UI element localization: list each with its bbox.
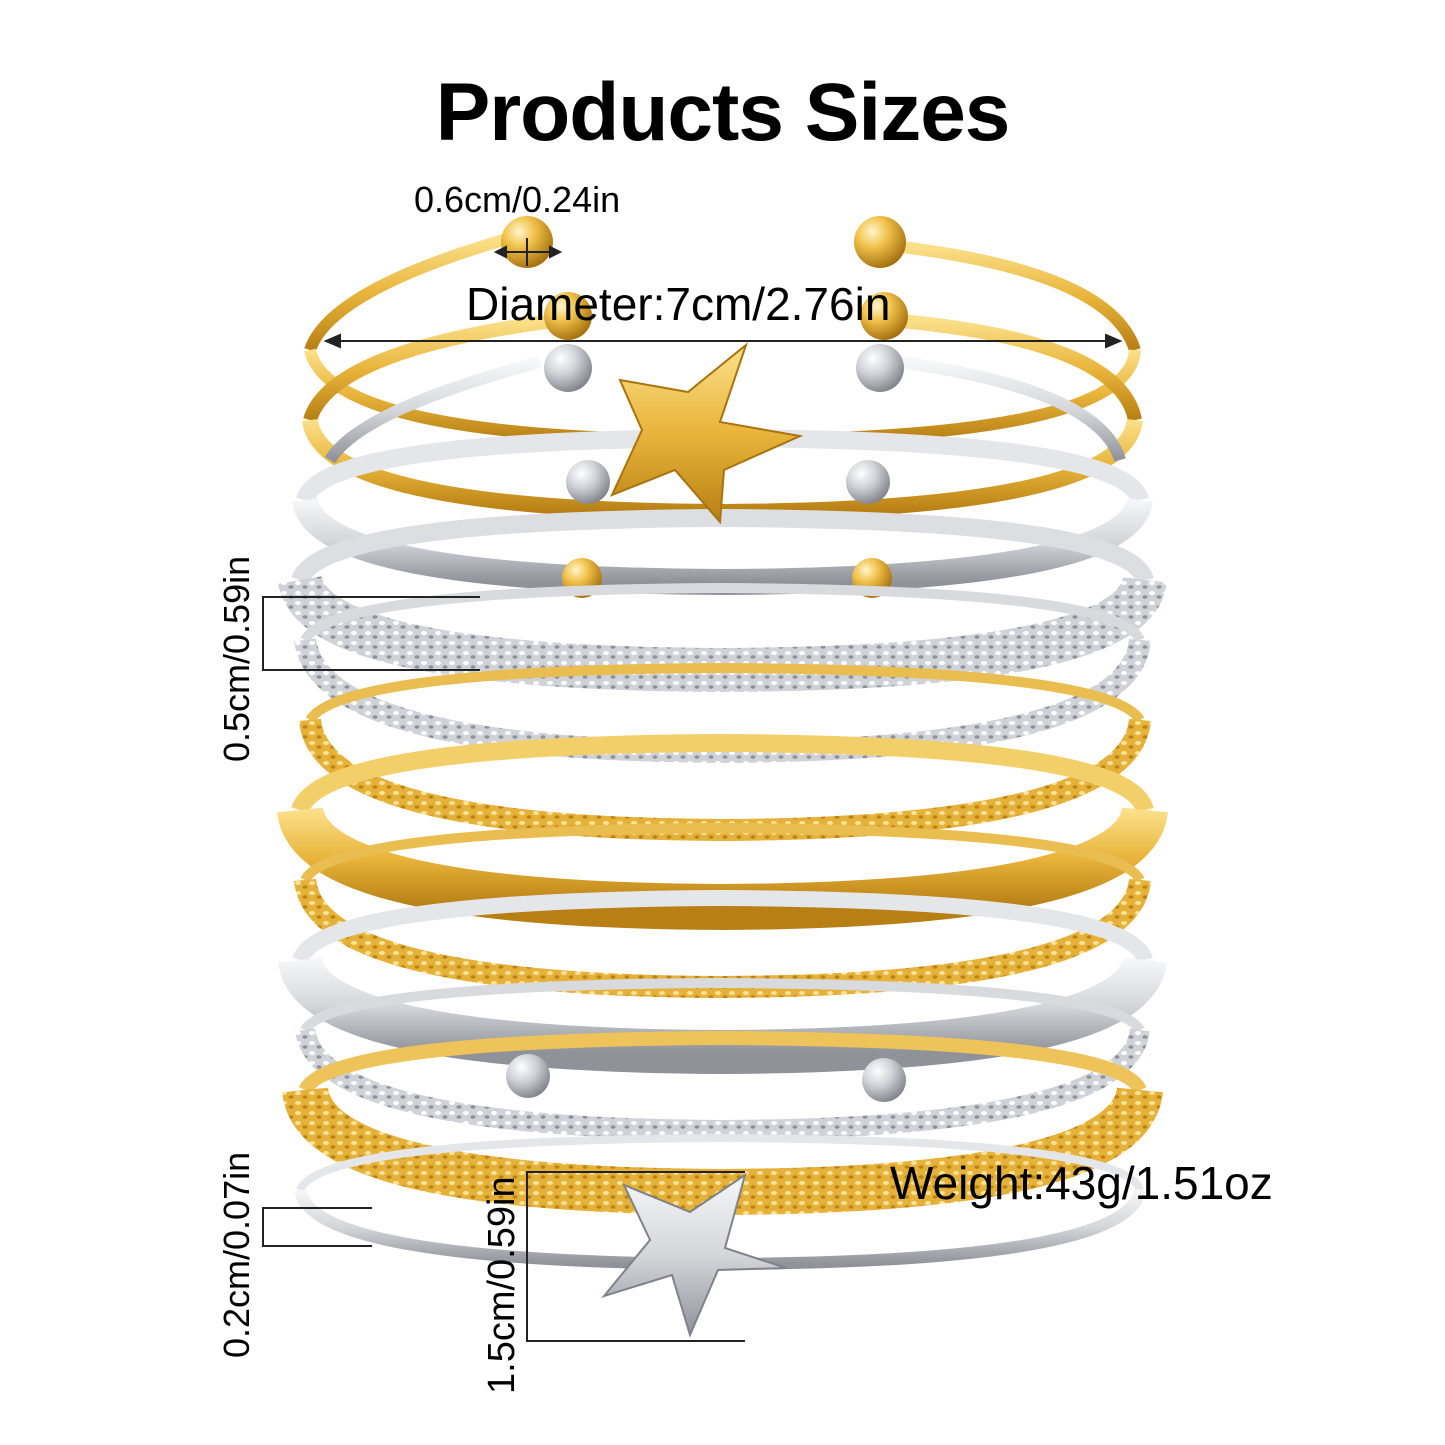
dimension-lines	[262, 238, 1123, 1342]
ball-width-label: 0.6cm/0.24in	[414, 179, 621, 220]
ball-icon	[544, 292, 592, 340]
ball-icon	[856, 344, 904, 392]
ball-icon	[566, 460, 610, 504]
thin-bangle-width-label: 0.2cm/0.07in	[216, 1151, 257, 1358]
gold-star-icon	[610, 342, 804, 525]
bangle-1-back	[304, 232, 512, 353]
weight-label: Weight:43g/1.51oz	[890, 1157, 1273, 1209]
star-height-label: 1.5cm/0.59in	[481, 1176, 523, 1394]
diameter-label: Diameter:7cm/2.76in	[466, 278, 891, 330]
ball-icon	[544, 344, 592, 392]
ball-icon	[860, 292, 908, 340]
silver-star-icon	[601, 1172, 787, 1338]
bangle-1-back-right	[884, 239, 1141, 353]
ball-icon	[862, 1058, 906, 1102]
ball-icon	[854, 216, 906, 268]
wide-bangle-width-label: 0.5cm/0.59in	[216, 555, 257, 762]
ball-icon	[846, 460, 890, 504]
bangle-stack	[277, 216, 1168, 1271]
page-title: Products Sizes	[435, 67, 1011, 158]
ball-icon	[506, 1054, 550, 1098]
